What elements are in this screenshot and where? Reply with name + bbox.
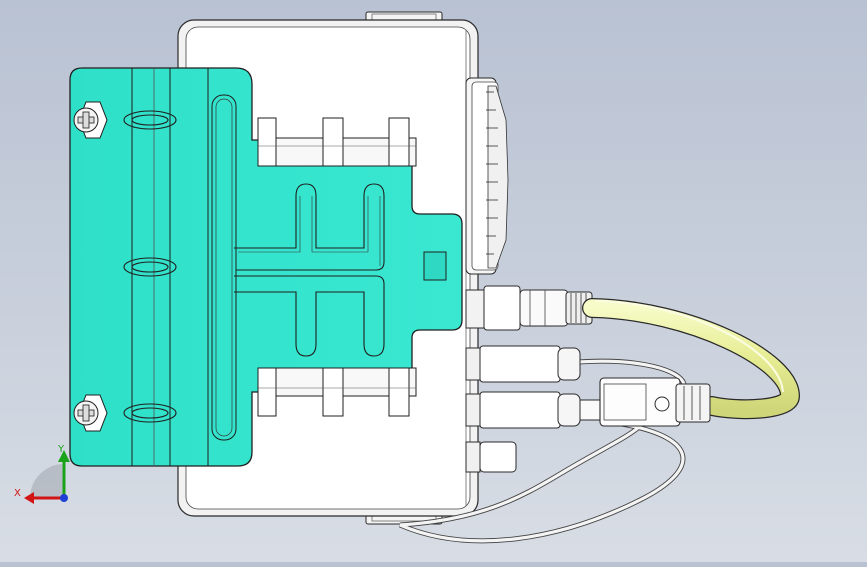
connector-lower bbox=[465, 391, 605, 429]
axis-label-y: Y bbox=[57, 444, 65, 455]
bolt-top bbox=[73, 101, 108, 139]
side-connector-panel bbox=[465, 77, 509, 275]
axis-label-x: X bbox=[14, 488, 21, 499]
bolt-bottom bbox=[73, 394, 108, 432]
connector-top bbox=[465, 285, 593, 331]
axis-triad: Y X bbox=[14, 444, 70, 504]
hinge-top bbox=[257, 117, 417, 167]
slot-holes bbox=[123, 110, 177, 423]
plug-block bbox=[599, 377, 711, 427]
connector-middle bbox=[465, 345, 581, 383]
connector-bottom-stub bbox=[465, 441, 517, 473]
mounting-plate bbox=[69, 67, 463, 467]
hinge-bottom bbox=[257, 367, 417, 417]
